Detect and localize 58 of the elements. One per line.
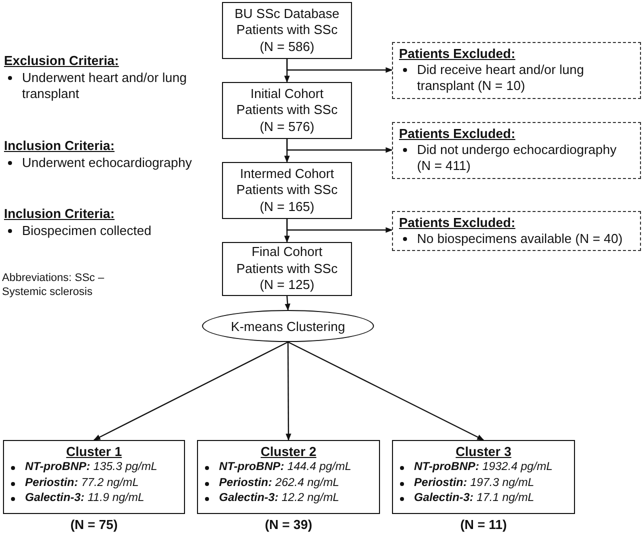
process-box bbox=[222, 242, 352, 296]
node-text: Initial Cohort bbox=[250, 86, 324, 102]
bullet-text: Did receive heart and/or lung transplant (N = 10) bbox=[417, 62, 585, 94]
arrow bbox=[286, 139, 393, 153]
node-text: BU SSc Database bbox=[234, 6, 340, 22]
arrow bbox=[286, 59, 393, 73]
arrow bbox=[284, 296, 290, 311]
arrow bbox=[286, 219, 393, 233]
node-text: Patients with SSc bbox=[236, 22, 338, 39]
bullet-text: NT-proBNP: 1932.4 pg/mL bbox=[414, 460, 554, 475]
box-heading: Patients Excluded: bbox=[399, 46, 516, 62]
bullet-text: Galectin-3: 12.2 ng/mL bbox=[219, 491, 340, 506]
count-label: (N = 11) bbox=[459, 517, 508, 532]
criteria-heading: Inclusion Criteria: bbox=[4, 138, 115, 154]
bullet-text: Galectin-3: 11.9 ng/mL bbox=[25, 491, 146, 506]
cluster-box bbox=[392, 440, 575, 514]
bullet-text: Galectin-3: 17.1 ng/mL bbox=[414, 491, 536, 506]
node-text: (N = 576) bbox=[260, 118, 314, 136]
node-text: Patients with SSc bbox=[236, 102, 338, 119]
bullet-text: NT-proBNP: 144.4 pg/mL bbox=[219, 460, 352, 475]
box-heading: Patients Excluded: bbox=[399, 215, 516, 231]
bullet-text: Did not undergo echocardiography (N = 411) bbox=[417, 142, 618, 174]
bullet-text: No biospecimens available (N = 40) bbox=[417, 231, 624, 247]
note-text: Abbreviations: SSc – Systemic sclerosis bbox=[2, 271, 106, 299]
bullet-text: Periostin: 262.4 ng/mL bbox=[219, 476, 340, 490]
exclusion-box bbox=[392, 42, 641, 99]
box-heading: Cluster 1 bbox=[65, 443, 123, 460]
box-heading: Patients Excluded: bbox=[399, 126, 516, 142]
count-label: (N = 75) bbox=[69, 517, 119, 532]
criteria-item: Underwent heart and/or lung transplant bbox=[22, 70, 188, 102]
node-text: (N = 165) bbox=[260, 198, 314, 216]
box-heading: Cluster 3 bbox=[454, 443, 512, 460]
process-box bbox=[222, 2, 352, 59]
exclusion-box bbox=[392, 122, 641, 179]
node-text: (N = 125) bbox=[260, 277, 314, 294]
node-text: Patients with SSc bbox=[236, 260, 338, 278]
node-text: (N = 586) bbox=[260, 38, 314, 56]
process-box bbox=[222, 162, 352, 219]
cluster-box bbox=[3, 440, 185, 514]
box-heading: Cluster 2 bbox=[260, 443, 318, 460]
criteria-heading: Exclusion Criteria: bbox=[4, 53, 119, 69]
arrow bbox=[288, 341, 484, 441]
criteria-item: Biospecimen collected bbox=[22, 223, 152, 239]
cluster-box bbox=[197, 440, 380, 514]
node-text: K-means Clustering bbox=[230, 318, 346, 334]
arrow bbox=[286, 342, 292, 441]
bullet-text: Periostin: 77.2 ng/mL bbox=[25, 476, 140, 490]
bullet-text: Periostin: 197.3 ng/mL bbox=[414, 476, 536, 490]
bullet-text: NT-proBNP: 135.3 pg/mL bbox=[25, 460, 158, 475]
process-box bbox=[222, 82, 352, 139]
node-text: Final Cohort bbox=[252, 244, 322, 261]
exclusion-box bbox=[392, 211, 641, 251]
count-label: (N = 39) bbox=[264, 517, 314, 532]
node-text: Patients with SSc bbox=[236, 182, 338, 199]
criteria-item: Underwent echocardiography bbox=[22, 155, 193, 171]
arrow bbox=[93, 341, 288, 441]
criteria-heading: Inclusion Criteria: bbox=[4, 206, 115, 222]
node-text: Intermed Cohort bbox=[240, 166, 334, 182]
